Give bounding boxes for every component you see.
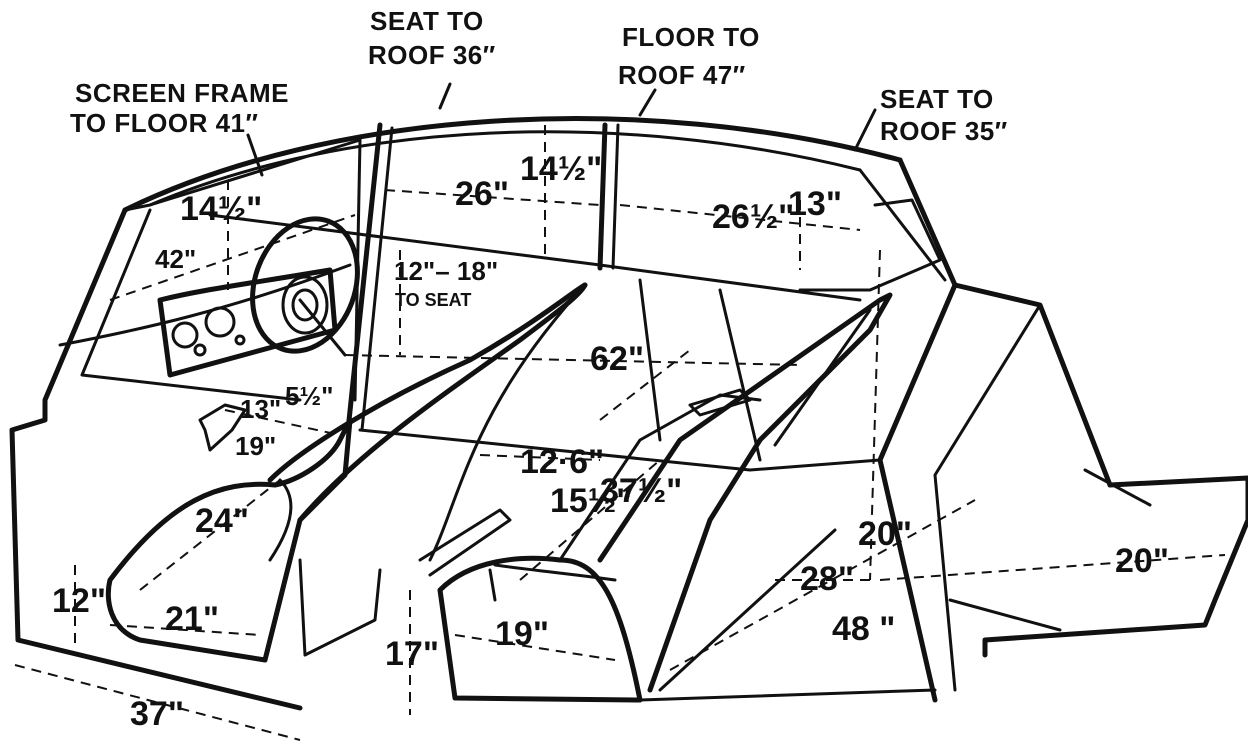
dim-48: 48 "	[832, 610, 895, 648]
dim-19-pedal: 19"	[235, 431, 276, 461]
dim-12-front: 12"	[52, 582, 106, 620]
dim-20-boot: 20"	[1115, 542, 1169, 580]
dim-42: 42"	[155, 244, 196, 274]
dim-24: 24"	[195, 502, 249, 540]
callout-seat-roof-rear-line2: ROOF 35″	[880, 116, 1008, 146]
front-seat-right	[437, 292, 893, 703]
dim-14-5-top: 14½"	[520, 150, 602, 188]
steering-wheel-icon	[250, 216, 360, 357]
dim-20-rear: 20"	[858, 515, 912, 553]
car-body-outline	[9, 116, 1248, 711]
dim-26: 26"	[455, 175, 509, 213]
dim-12-6: 12·6"	[520, 443, 604, 481]
callout-seat-roof-front-line1: SEAT TO	[370, 6, 484, 36]
dim-19-seat: 19"	[495, 615, 549, 653]
callout-screen-frame-line2: TO FLOOR 41″	[70, 108, 258, 138]
dim-15-5: 15½"	[550, 482, 632, 520]
dimension-lines	[14, 82, 1226, 741]
callout-seat-roof-front-line2: ROOF 36″	[368, 40, 496, 70]
callout-seat-roof-rear: SEAT TO ROOF 35″	[880, 84, 1008, 146]
dim-12-18: 12"– 18"	[394, 256, 498, 286]
callout-seat-roof-front: SEAT TO ROOF 36″	[368, 6, 496, 70]
dim-13-top: 13"	[788, 185, 842, 223]
dim-37-5: 37½"	[600, 472, 682, 510]
dim-21: 21"	[165, 600, 219, 638]
callout-floor-roof: FLOOR TO ROOF 47″	[618, 22, 760, 90]
dashboard-gauge-icon	[171, 306, 246, 357]
callout-seat-roof-rear-line1: SEAT TO	[880, 84, 994, 114]
dim-28: 28"	[800, 560, 854, 598]
front-seat-left	[105, 282, 588, 663]
dim-5-5: 5½"	[285, 381, 333, 411]
dimension-labels: 14½" 42" 26" 14½" 26½" 13" 12"– 18" TO S…	[52, 150, 1169, 733]
callout-screen-frame-line1: SCREEN FRAME	[75, 78, 289, 108]
callout-floor-roof-line2: ROOF 47″	[618, 60, 746, 90]
dim-17: 17"	[385, 635, 439, 673]
callout-screen-frame: SCREEN FRAME TO FLOOR 41″	[70, 78, 289, 138]
dim-26-5: 26½"	[712, 198, 794, 236]
dim-to-seat: TO SEAT	[395, 290, 471, 310]
dim-62: 62"	[590, 340, 644, 378]
pedal-icon	[198, 403, 247, 452]
dim-13-pedal: 13"	[240, 394, 281, 424]
callout-floor-roof-line1: FLOOR TO	[622, 22, 760, 52]
dim-14-5-left: 14½"	[180, 190, 262, 228]
dim-37: 37"	[130, 695, 184, 733]
